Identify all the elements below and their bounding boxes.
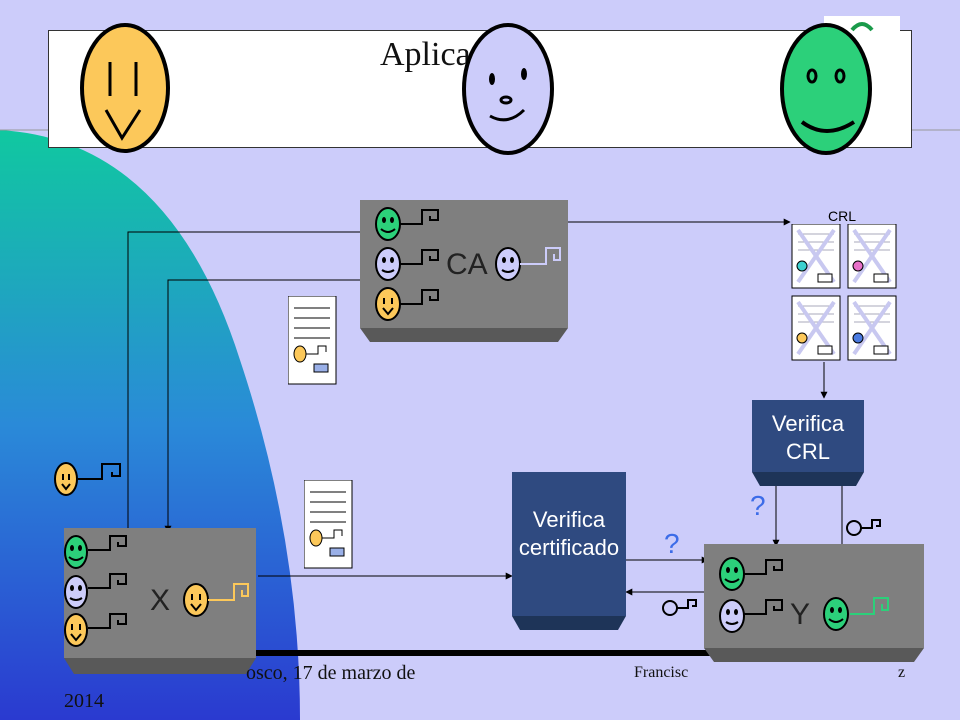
ca-face-lavender-icon (375, 247, 401, 281)
ca-own-face-icon (495, 247, 521, 281)
crl-documents-icon (791, 224, 897, 361)
footer-author-end: z (898, 664, 906, 681)
verify-certificate-box (512, 472, 626, 630)
x-box (64, 528, 256, 674)
x-face-lavender-icon (64, 575, 88, 609)
ca-box (360, 200, 568, 342)
crl-label: CRL (828, 208, 857, 224)
ca-private-key-icon (520, 247, 561, 265)
ca-public-keys-icon (400, 209, 439, 305)
orange-public-key-icon (54, 462, 121, 496)
x-face-green-icon (64, 535, 88, 569)
footer-year: 2014 (64, 690, 104, 712)
question-mark-certificate: ? (664, 528, 680, 559)
y-outgoing-key-icon (662, 599, 697, 616)
y-own-face-icon (823, 597, 849, 631)
big-face-orange-icon (80, 23, 170, 153)
verify-certificate-label: Verifica certificado (518, 507, 620, 560)
y-incoming-key-icon (846, 519, 881, 536)
y-private-key-icon (850, 597, 889, 615)
x-face-orange-icon (64, 613, 88, 647)
ca-face-green-icon (375, 207, 401, 241)
y-public-keys-icon (744, 559, 783, 615)
x-own-face-icon (183, 583, 209, 617)
verify-crl-label: Verifica CRL (771, 411, 845, 464)
question-mark-crl: ? (750, 490, 766, 521)
y-label: Y (790, 598, 811, 631)
footer-bar (256, 650, 896, 656)
y-box (704, 544, 924, 662)
y-face-green-icon (719, 557, 745, 591)
big-face-green-icon (780, 23, 872, 155)
footer-date: osco, 17 de marzo de (246, 662, 416, 684)
y-face-lavender-icon (719, 599, 745, 633)
certificate-document-icon (288, 296, 337, 385)
x-public-keys-icon (88, 535, 127, 629)
ca-label: CA (446, 248, 488, 281)
big-face-lavender-icon (462, 23, 554, 155)
x-label: X (150, 584, 171, 617)
ca-face-orange-icon (375, 287, 401, 321)
x-private-key-icon (208, 583, 249, 601)
verify-crl-box (752, 400, 864, 486)
x-certificate-document-icon (304, 480, 353, 569)
footer-author: Francisc (634, 664, 689, 681)
